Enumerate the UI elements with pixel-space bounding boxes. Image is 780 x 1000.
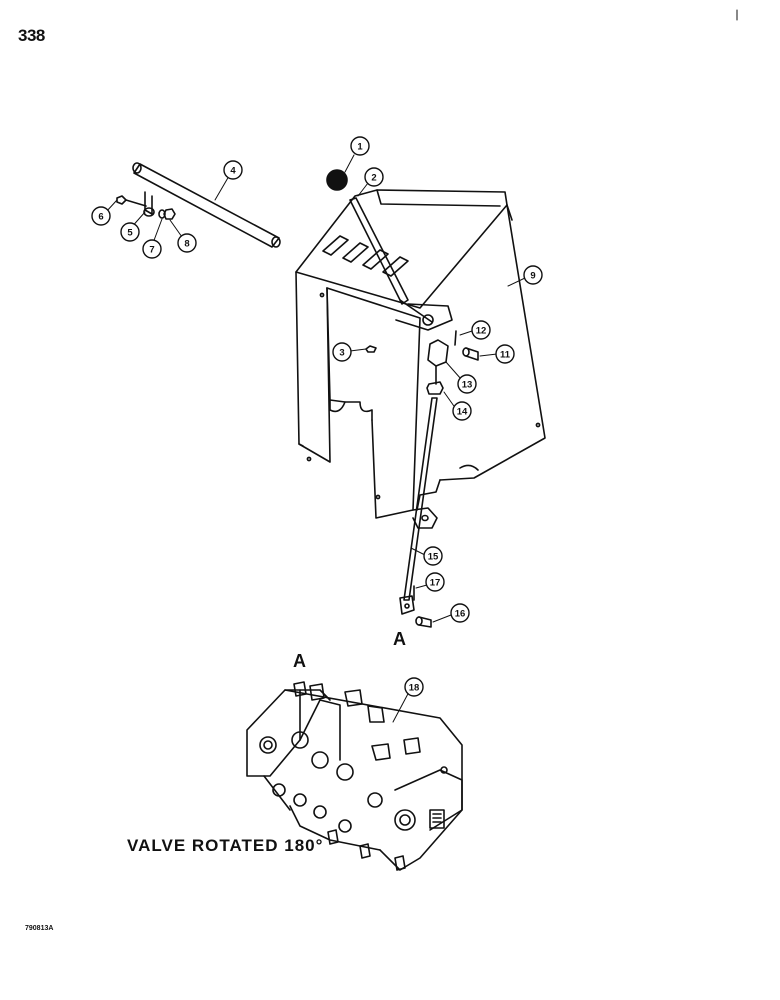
svg-text:9: 9 xyxy=(530,271,535,282)
svg-text:18: 18 xyxy=(409,683,420,694)
callout-3: 3 xyxy=(332,342,352,362)
callout-11: 11 xyxy=(495,344,515,364)
svg-text:4: 4 xyxy=(230,166,236,177)
illustration-reference-code: 790813A xyxy=(25,925,54,932)
svg-text:7: 7 xyxy=(149,245,154,256)
svg-text:15: 15 xyxy=(428,552,439,563)
callout-12: 12 xyxy=(471,320,491,340)
screw xyxy=(365,345,377,353)
control-rod xyxy=(132,162,281,248)
link-rod xyxy=(399,397,438,615)
svg-text:3: 3 xyxy=(339,348,344,359)
callout-5: 5 xyxy=(120,222,140,242)
view-marker-lower: A xyxy=(293,651,306,671)
callout-17: 17 xyxy=(425,572,445,592)
svg-text:11: 11 xyxy=(500,350,511,361)
bolt xyxy=(116,195,147,207)
callout-13: 13 xyxy=(457,374,477,394)
callout-8: 8 xyxy=(177,233,197,253)
callout-4: 4 xyxy=(223,160,243,180)
svg-text:13: 13 xyxy=(462,380,473,391)
callout-2: 2 xyxy=(364,167,384,187)
nut xyxy=(163,208,176,220)
washer xyxy=(158,209,166,219)
clevis-pin xyxy=(462,347,479,361)
callout-15: 15 xyxy=(423,546,443,566)
callout-6: 6 xyxy=(91,206,111,226)
svg-text:17: 17 xyxy=(430,578,441,589)
svg-text:8: 8 xyxy=(184,239,189,250)
page-number: 338 xyxy=(18,26,45,45)
pin xyxy=(415,616,432,628)
leader-lines xyxy=(105,154,526,723)
rod-clamp xyxy=(143,191,155,217)
svg-text:14: 14 xyxy=(457,407,468,418)
svg-text:12: 12 xyxy=(476,326,487,337)
control-console xyxy=(295,189,546,529)
svg-text:2: 2 xyxy=(371,173,376,184)
cotter-pin xyxy=(454,330,457,346)
svg-text:16: 16 xyxy=(455,609,466,620)
valve-caption: VALVE ROTATED 180° xyxy=(127,836,324,855)
callout-9: 9 xyxy=(523,265,543,285)
clevis xyxy=(427,339,449,385)
callout-16: 16 xyxy=(450,603,470,623)
control-valve-bank xyxy=(246,681,463,871)
svg-text:5: 5 xyxy=(127,228,133,239)
callout-14: 14 xyxy=(452,401,472,421)
svg-text:1: 1 xyxy=(357,142,363,153)
view-marker-upper: A xyxy=(393,629,406,649)
svg-text:6: 6 xyxy=(98,212,103,223)
jam-nut xyxy=(426,381,444,395)
callout-7: 7 xyxy=(142,239,162,259)
control-knob xyxy=(326,169,348,191)
control-lever xyxy=(349,197,433,323)
callout-1: 1 xyxy=(350,136,370,156)
callout-18: 18 xyxy=(404,677,424,697)
